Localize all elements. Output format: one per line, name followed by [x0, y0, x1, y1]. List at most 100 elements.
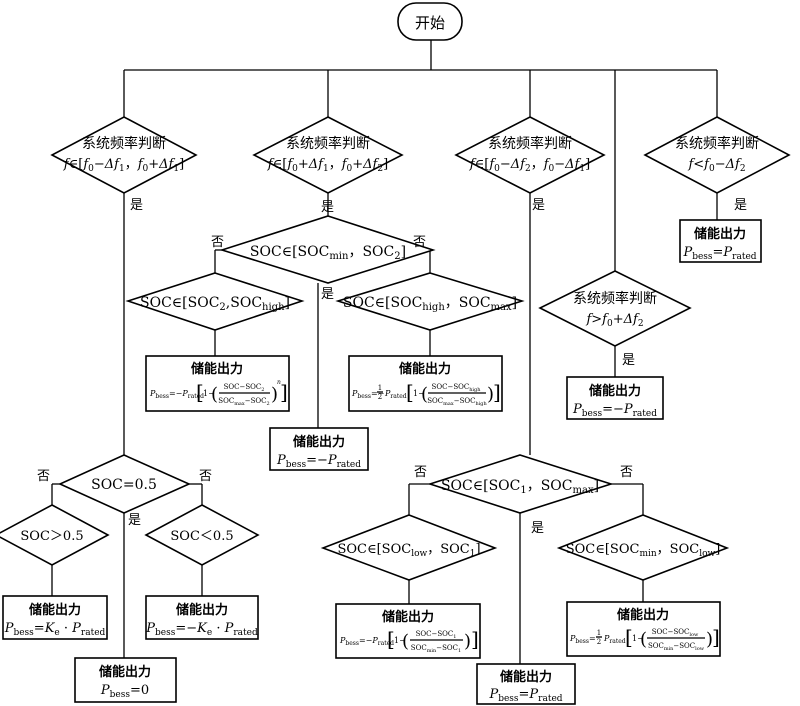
- fraction-denominator: SOCmax−SOChigh: [427, 397, 487, 407]
- output-box-zero: 储能出力 Pbess=0: [74, 657, 177, 703]
- one-minus: 1−: [394, 636, 406, 645]
- output-formula-lhs: Pbess=: [569, 634, 596, 645]
- half-numerator: 1: [597, 629, 601, 637]
- exponent: n: [277, 379, 281, 386]
- output-box-formula-soc2: 储能出力 Pbess=−Prated [ 1− ( SOC−SOC2 SOCma…: [145, 355, 290, 412]
- diamond-soc-min-low-cond: SOC∈[SOCmin，SOClow]: [566, 542, 721, 559]
- output-title: 储能出力: [190, 361, 243, 377]
- diamond-soc-high-max-cond: SOC∈[SOChigh，SOCmax]: [343, 295, 517, 313]
- output-formula: Pbess=Prated: [488, 687, 562, 704]
- diamond-soc-2-high-cond: SOC∈[SOC2,SOChigh]: [140, 295, 290, 313]
- output-title: 储能出力: [175, 602, 228, 618]
- diamond-freq-2: 系统频率判断 f∈[f0+Δf1，f0+Δf2]: [252, 116, 404, 194]
- prated-term: Prated: [384, 389, 407, 400]
- prated-term: Prated: [603, 634, 626, 645]
- paren-left: (: [402, 631, 409, 652]
- output-box-formula-low: 储能出力 Pbess= 1 2 Prated [ 1− ( SOC−SOClow…: [566, 601, 721, 657]
- fraction-numerator: SOC−SOChigh: [432, 383, 482, 393]
- diamond-freq-4-title: 系统频率判断: [573, 290, 657, 307]
- diamond-freq-2-title: 系统频率判断: [286, 135, 370, 152]
- yes-label: 是: [734, 198, 747, 213]
- connector-lines: [51, 40, 718, 664]
- diamond-freq-3-cond: f∈[f0−Δf2，f0−Δf1]: [469, 157, 590, 174]
- diamond-soc-half-cond: SOC=0.5: [91, 477, 157, 493]
- output-formula: Pbess=Prated: [682, 245, 756, 262]
- diamond-soc-lt-half: SOC＜0.5: [144, 504, 260, 566]
- paren-left: (: [640, 629, 647, 650]
- half-denominator: 2: [597, 638, 601, 646]
- output-formula: Pbess=0: [100, 683, 149, 700]
- output-box-prated-top: 储能出力 Pbess=Prated: [679, 219, 762, 263]
- diamond-freq-3: 系统频率判断 f∈[f0−Δf2，f0−Δf1]: [454, 116, 606, 194]
- paren-left: (: [211, 384, 218, 405]
- diamond-freq-1-title: 系统频率判断: [82, 135, 166, 152]
- bracket-right: ]: [280, 380, 288, 404]
- bracket-left: [: [196, 380, 204, 404]
- branch-labels: 是 是 是 是 是 是 是 是 否 否 否 否 否 否: [37, 198, 747, 536]
- output-box-prated-bottom: 储能出力 Pbess=Prated: [476, 663, 576, 705]
- fraction-denominator: SOCmax−SOC2: [218, 397, 269, 407]
- diamond-soc-1-max-cond: SOC∈[SOC1，SOCmax]: [441, 478, 599, 496]
- diamond-soc-1-max: SOC∈[SOC1，SOCmax]: [427, 454, 614, 514]
- output-box-formula-high: 储能出力 Pbess=− 1 2 Prated [ 1− ( SOC−SOChi…: [348, 355, 503, 412]
- bracket-left: [: [406, 380, 414, 404]
- yes-label: 是: [532, 198, 545, 213]
- paren-right: ): [487, 384, 494, 405]
- diamond-freq-1-cond: f∈[f0−Δf1，f0+Δf1]: [63, 157, 184, 174]
- start-terminal: 开始: [397, 2, 463, 41]
- output-title: 储能出力: [616, 607, 669, 623]
- paren-right: ): [706, 629, 713, 650]
- diamond-soc-mid: SOC∈[SOCmin，SOC2]: [219, 215, 436, 284]
- output-formula-lhs: Pbess=−Prated: [339, 636, 394, 647]
- output-box-formula-soc1: 储能出力 Pbess=−Prated [ 1− ( SOC−SOC1 SOCmi…: [335, 603, 481, 659]
- output-title: 储能出力: [28, 602, 81, 618]
- output-title: 储能出力: [693, 226, 746, 242]
- diamond-soc-2-high: SOC∈[SOC2,SOChigh]: [125, 272, 305, 331]
- one-minus: 1−: [203, 389, 215, 398]
- paren-right: ): [464, 631, 471, 652]
- output-formula: Pbess=Ke · Prated: [4, 621, 106, 638]
- output-title: 储能出力: [98, 664, 151, 680]
- fraction-numerator: SOC−SOC2: [224, 383, 265, 393]
- output-formula: Pbess=−Ke · Prated: [145, 621, 258, 638]
- no-label: 否: [211, 235, 224, 250]
- one-minus: 1−: [632, 634, 644, 643]
- fraction-numerator: SOC−SOClow: [652, 628, 699, 638]
- diamond-soc-low-1-cond: SOC∈[SOClow，SOC1]: [337, 542, 480, 559]
- output-title: 储能出力: [499, 669, 552, 685]
- diamond-soc-min-low: SOC∈[SOCmin，SOClow]: [556, 514, 730, 581]
- output-formula: Pbess=−Prated: [276, 453, 361, 470]
- diamond-soc-high-max: SOC∈[SOChigh，SOCmax]: [335, 272, 525, 331]
- diamond-soc-low-1: SOC∈[SOClow，SOC1]: [320, 514, 498, 581]
- diamond-freq-3-title: 系统频率判断: [488, 135, 572, 152]
- diamond-soc-mid-cond: SOC∈[SOCmin，SOC2]: [250, 244, 406, 262]
- yes-label: 是: [130, 198, 143, 213]
- half-numerator: 1: [378, 384, 382, 392]
- diamond-freq-5-cond: f<f0−Δf2: [687, 157, 745, 174]
- output-formula-lhs: Pbess=−Prated: [149, 389, 204, 400]
- output-title: 储能出力: [381, 609, 434, 625]
- yes-label: 是: [531, 521, 544, 536]
- bracket-right: ]: [471, 627, 479, 651]
- output-box-ke-left: 储能出力 Pbess=Ke · Prated: [2, 595, 108, 640]
- paren-left: (: [421, 384, 428, 405]
- output-formula: Pbess=−Prated: [572, 402, 657, 419]
- diamond-freq-5: 系统频率判断 f<f0−Δf2: [643, 116, 791, 194]
- diamond-soc-gt-half-cond: SOC＞0.5: [20, 529, 83, 544]
- output-box-neg-prated-mid: 储能出力 Pbess=−Prated: [269, 427, 369, 471]
- output-formula-lhs: Pbess=−: [351, 389, 384, 400]
- bracket-left: [: [387, 627, 395, 651]
- diamond-freq-4-cond: f>f0+Δf2: [585, 312, 643, 329]
- bracket-left: [: [625, 625, 633, 649]
- yes-label: 是: [622, 353, 635, 368]
- yes-label: 是: [321, 200, 334, 215]
- output-box-ke-right: 储能出力 Pbess=−Ke · Prated: [145, 595, 259, 640]
- no-label: 否: [199, 469, 212, 484]
- diamond-soc-gt-half: SOC＞0.5: [0, 504, 110, 566]
- yes-label: 是: [128, 513, 141, 528]
- output-title: 储能出力: [588, 383, 641, 399]
- diamond-freq-4: 系统频率判断 f>f0+Δf2: [538, 270, 692, 347]
- yes-label: 是: [321, 287, 334, 302]
